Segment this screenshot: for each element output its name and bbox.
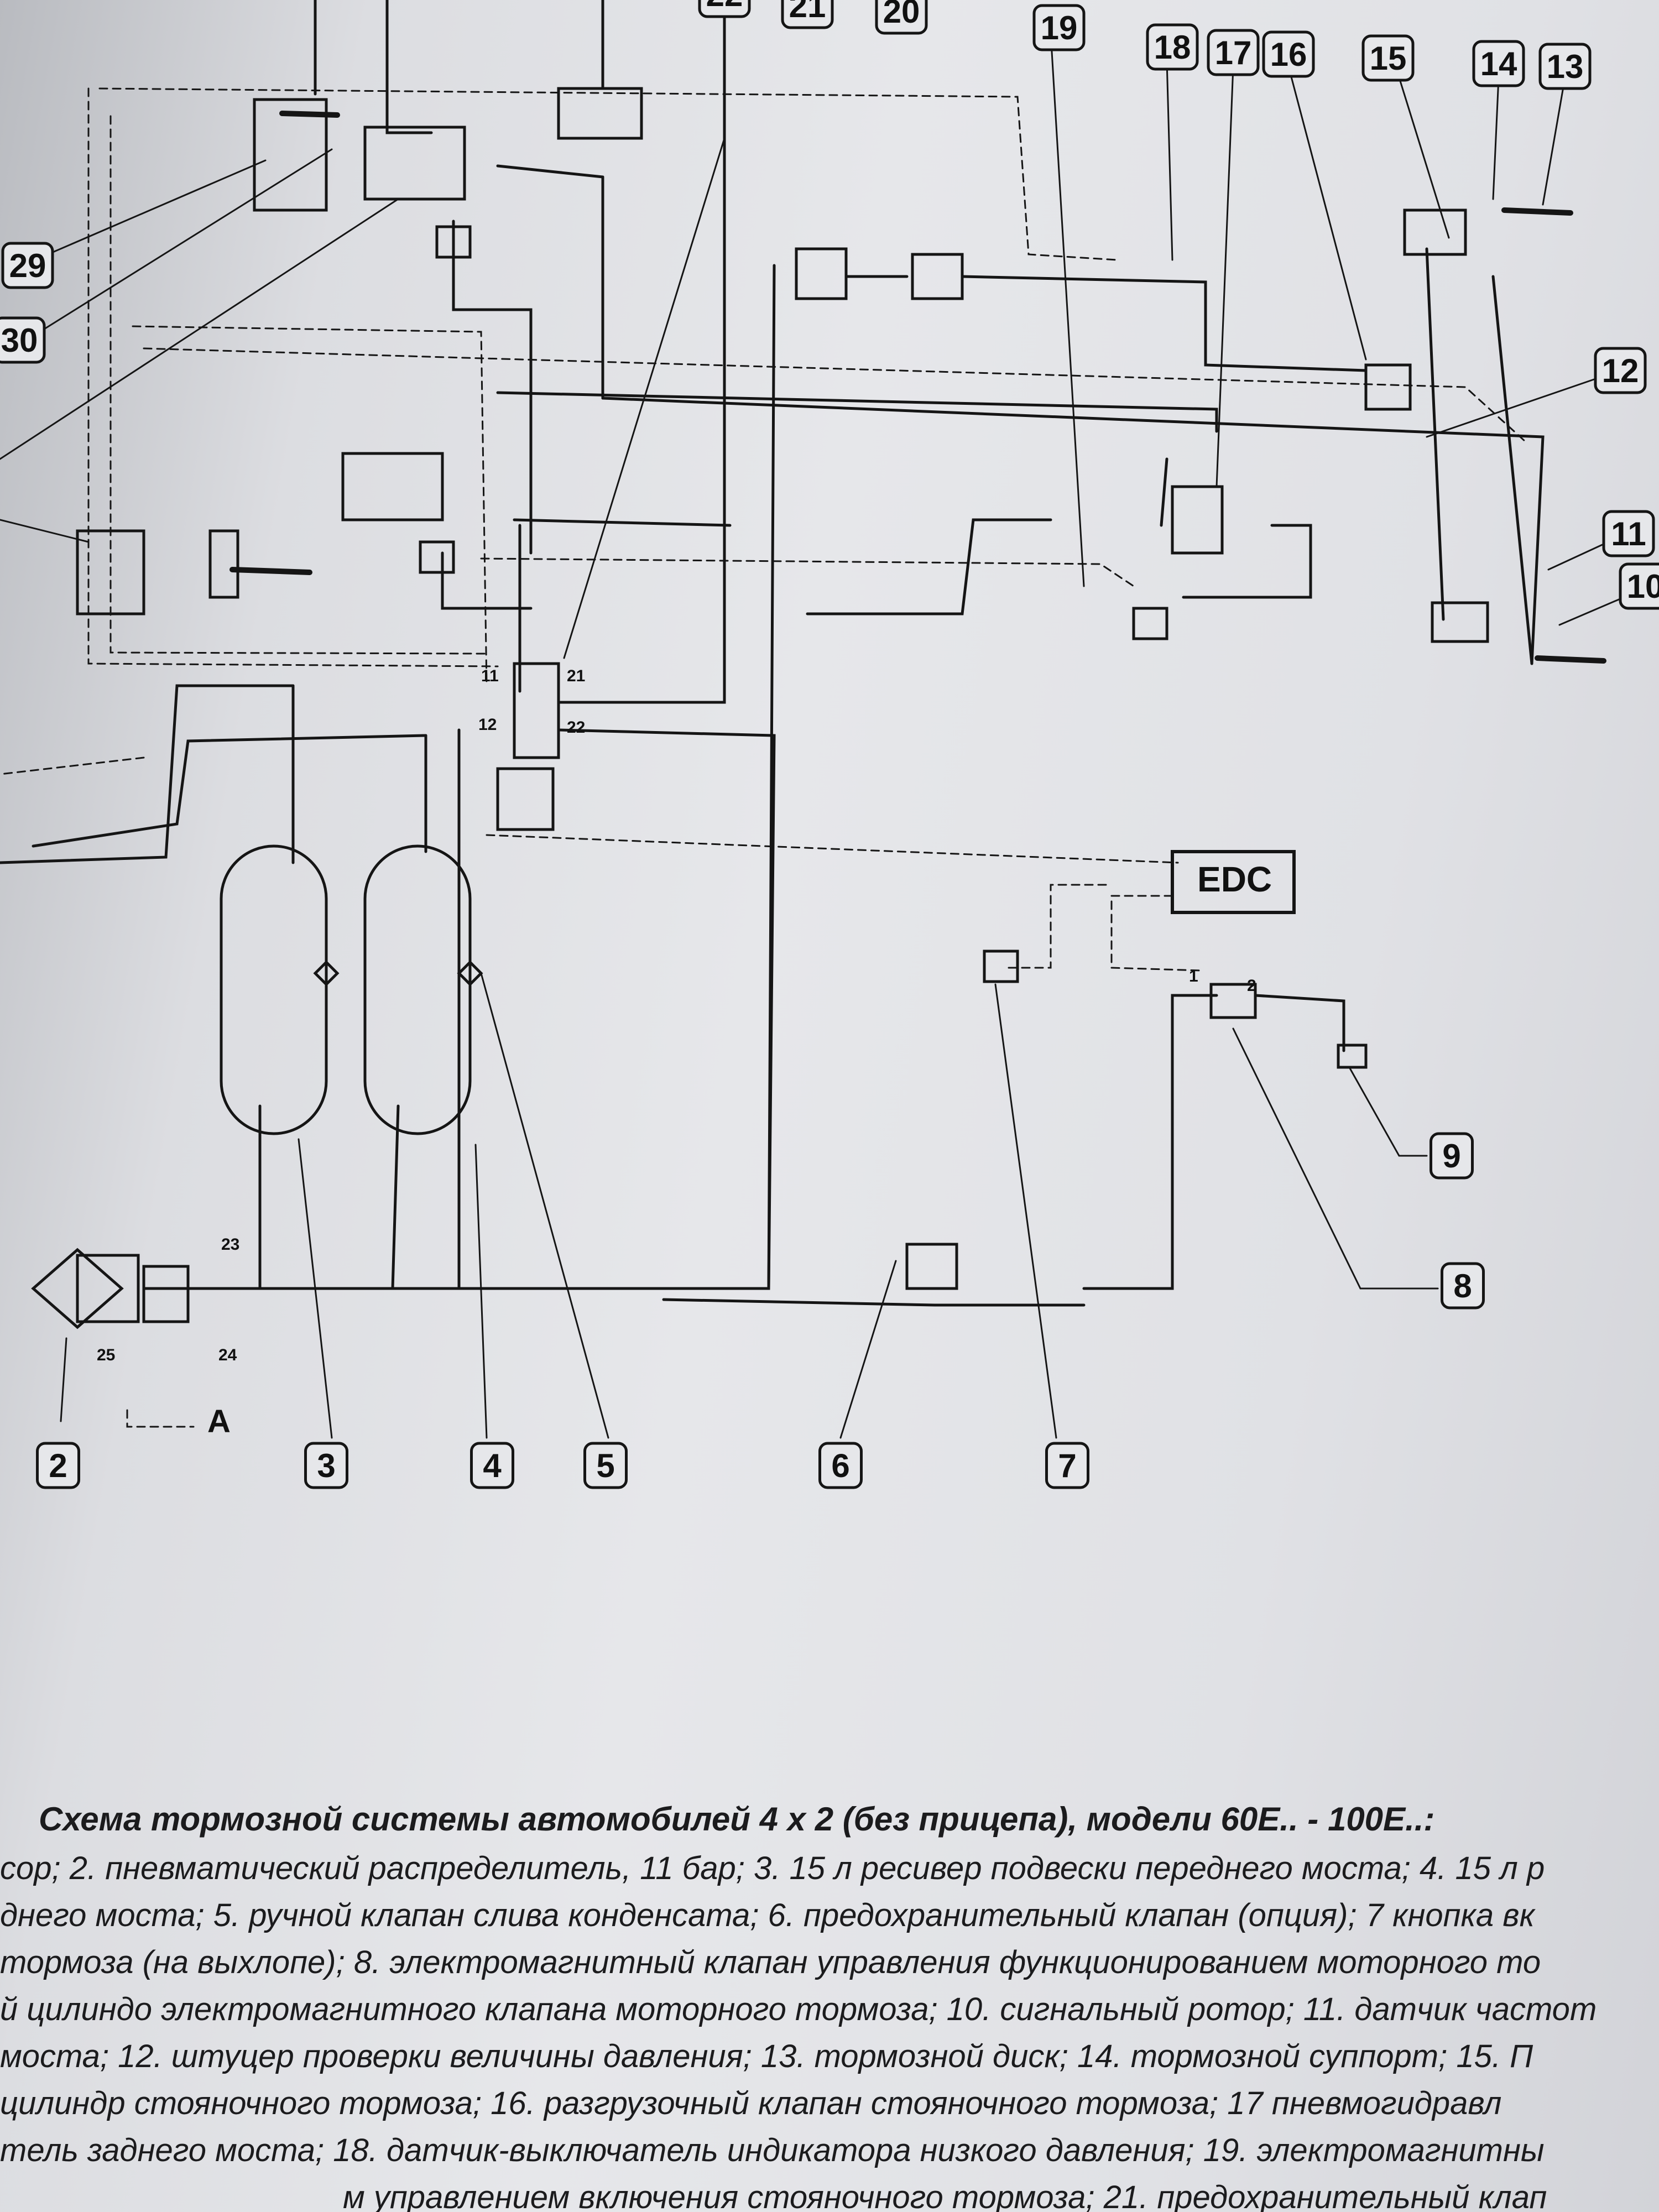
callout-number: 3: [317, 1447, 335, 1484]
callout-box: [1262, 30, 1315, 78]
callout-box: [470, 1442, 514, 1489]
callout-box: [36, 1442, 80, 1489]
caption-line: тормоза (на выхлопе); 8. электромагнитны…: [0, 1944, 1541, 1980]
callout-number: 2: [49, 1447, 67, 1484]
callout-number: 12: [1602, 352, 1639, 389]
callout-box: [1441, 1262, 1485, 1310]
callout-number: 15: [1370, 40, 1407, 77]
callout-box: [1538, 43, 1592, 90]
callout-number: 17: [1215, 34, 1252, 71]
port-label-21: 21: [567, 667, 585, 685]
callout-number: 20: [883, 0, 920, 30]
callout-box: [1207, 29, 1260, 76]
edc-label: EDC: [1197, 859, 1272, 899]
callout-8: 8: [1441, 1262, 1485, 1310]
callout-number: 18: [1154, 29, 1191, 66]
callout-box: [1032, 4, 1086, 51]
port-label-11: 11: [481, 667, 499, 685]
port-label-2: 2: [1247, 977, 1256, 995]
callout-17: 17: [1207, 29, 1260, 76]
callout-box: [1, 242, 54, 289]
callout-29: 29: [1, 242, 54, 289]
callout-group: 23456789101112131415161718192021222930: [0, 0, 1659, 1489]
figure-caption: Схема тормозной системы автомобилей 4 х …: [0, 1759, 1659, 2212]
port-label-24: 24: [218, 1346, 237, 1364]
caption-line: й цилиндо электромагнитного клапана мото…: [0, 1991, 1597, 2027]
callout-box: [1146, 23, 1199, 71]
callout-box: [1619, 562, 1659, 610]
electrical-dashed-lines: [0, 87, 1527, 1428]
callout-11: 11: [1602, 510, 1655, 557]
callout-2: 2: [36, 1442, 80, 1489]
port-label-1: 1: [1189, 967, 1198, 985]
callout-box: [304, 1442, 348, 1489]
caption-line: моста; 12. штуцер проверки величины давл…: [0, 2038, 1533, 2074]
callout-number: 8: [1453, 1267, 1472, 1305]
callout-leaders: [0, 32, 1638, 1439]
callout-number: 9: [1442, 1138, 1460, 1175]
callout-number: 14: [1480, 45, 1517, 82]
callout-box: [698, 0, 751, 18]
callout-10: 10: [1619, 562, 1659, 610]
callout-9: 9: [1430, 1132, 1474, 1180]
callout-30: 30: [0, 316, 46, 364]
callout-number: 21: [789, 0, 826, 24]
callout-box: [1045, 1442, 1089, 1489]
caption-line: тель заднего моста; 18. датчик-выключате…: [0, 2132, 1545, 2168]
caption-line: цилиндр стояночного тормоза; 16. разгруз…: [0, 2085, 1502, 2121]
callout-box: [1602, 510, 1655, 557]
callout-5: 5: [583, 1442, 628, 1489]
brake-system-diagram: EDC 11 12 21 22 23 24 25 1 2 A 234567891…: [0, 0, 1659, 1489]
callout-19: 19: [1032, 4, 1086, 51]
callout-13: 13: [1538, 43, 1592, 90]
callout-box: [875, 0, 928, 35]
callout-box: [583, 1442, 628, 1489]
callout-15: 15: [1361, 34, 1415, 82]
callout-number: 22: [706, 0, 743, 13]
callout-number: 10: [1627, 568, 1659, 605]
callout-18: 18: [1146, 23, 1199, 71]
port-label-23: 23: [221, 1235, 239, 1254]
callout-22: 22: [698, 0, 751, 18]
edc-box: [1171, 850, 1296, 914]
callout-7: 7: [1045, 1442, 1089, 1489]
callout-number: 19: [1041, 9, 1078, 46]
caption-line: м управлением включения стояночного торм…: [343, 2179, 1547, 2212]
callout-20: 20: [875, 0, 928, 35]
callout-number: 16: [1270, 36, 1307, 73]
callout-box: [1594, 347, 1647, 394]
callout-number: 30: [1, 322, 38, 359]
callout-number: 13: [1547, 48, 1584, 85]
callout-number: 4: [483, 1447, 502, 1484]
callout-number: 6: [831, 1447, 849, 1484]
callout-number: 11: [1611, 515, 1646, 552]
callout-box: [1430, 1132, 1474, 1180]
callout-box: [1472, 40, 1525, 87]
components: [31, 87, 1489, 1329]
caption-line: днего моста; 5. ручной клапан слива конд…: [0, 1897, 1535, 1933]
callout-3: 3: [304, 1442, 348, 1489]
callout-box: [818, 1442, 863, 1489]
caption-title: Схема тормозной системы автомобилей 4 х …: [39, 1801, 1435, 1838]
port-label-22: 22: [567, 718, 585, 737]
callout-box: [0, 316, 46, 364]
callout-6: 6: [818, 1442, 863, 1489]
callout-4: 4: [470, 1442, 514, 1489]
callout-12: 12: [1594, 347, 1647, 394]
port-label-12: 12: [478, 716, 497, 734]
port-label-25: 25: [97, 1346, 115, 1364]
callout-16: 16: [1262, 30, 1315, 78]
callout-number: 29: [9, 247, 46, 284]
callout-number: 7: [1058, 1447, 1076, 1484]
callout-14: 14: [1472, 40, 1525, 87]
caption-line: сор; 2. пневматический распределитель, 1…: [0, 1850, 1545, 1886]
callout-box: [781, 0, 834, 29]
callout-box: [1361, 34, 1415, 82]
output-arrow-label: A: [207, 1404, 231, 1439]
brake-disc-marks: [229, 111, 1606, 664]
callout-number: 5: [596, 1447, 614, 1484]
callout-21: 21: [781, 0, 834, 29]
